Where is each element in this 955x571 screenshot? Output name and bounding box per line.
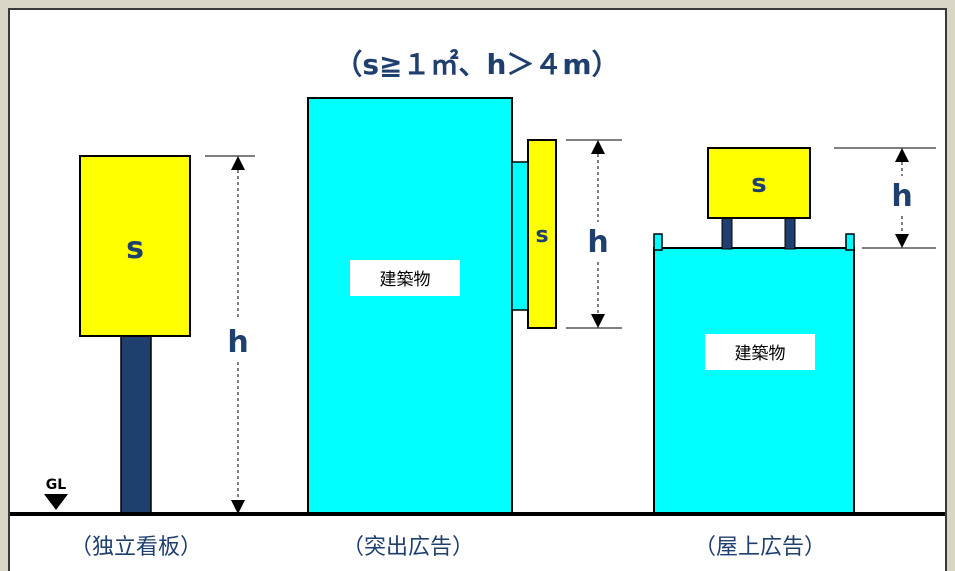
standalone-h-label: h bbox=[227, 325, 248, 360]
rooftop-sign-group: 建築物 s h bbox=[653, 147, 936, 515]
rooftop-parapet-left bbox=[653, 233, 663, 251]
condition-title: （s≧１㎡、h＞４m） bbox=[334, 48, 619, 81]
standalone-h-bg bbox=[222, 320, 254, 360]
projecting-sign-group: 建築物 s h bbox=[307, 97, 622, 515]
projecting-bracket bbox=[511, 161, 529, 311]
projecting-h-label: h bbox=[587, 225, 608, 260]
projecting-sign-board bbox=[527, 139, 557, 329]
rooftop-h-bg bbox=[886, 176, 918, 214]
standalone-sign-group: s h bbox=[79, 155, 255, 515]
sign-post bbox=[120, 335, 152, 515]
standalone-sign-s: s bbox=[126, 231, 144, 266]
rooftop-post-left bbox=[721, 217, 733, 250]
caption-projecting: （突出広告） bbox=[342, 535, 474, 560]
projecting-dim-arrow-up bbox=[591, 140, 605, 154]
projecting-building bbox=[307, 97, 513, 515]
ground-level-label: GL bbox=[46, 477, 66, 493]
rooftop-sign-s: s bbox=[751, 169, 766, 199]
rooftop-building bbox=[653, 247, 855, 515]
rooftop-post-right bbox=[784, 217, 796, 250]
rooftop-sign-board bbox=[707, 147, 811, 219]
ground-level-marker: GL bbox=[44, 477, 68, 510]
rooftop-dim-arrow-down bbox=[895, 234, 909, 248]
rooftop-building-label: 建築物 bbox=[735, 344, 786, 364]
rooftop-dim-arrow-up bbox=[895, 148, 909, 162]
standalone-dim-arrow-up bbox=[231, 156, 245, 170]
projecting-building-label-bg bbox=[350, 260, 460, 296]
projecting-h-bg bbox=[582, 222, 614, 262]
ground-level-triangle-icon bbox=[44, 494, 68, 510]
rooftop-h-label: h bbox=[891, 179, 912, 214]
rooftop-parapet-right bbox=[845, 233, 855, 251]
standalone-dim-arrow-down bbox=[231, 500, 245, 514]
projecting-dim-arrow-down bbox=[591, 314, 605, 328]
standalone-sign-board bbox=[79, 155, 191, 337]
projecting-sign-s: s bbox=[535, 223, 548, 248]
projecting-building-label: 建築物 bbox=[380, 270, 431, 290]
caption-standalone: （独立看板） bbox=[70, 535, 202, 560]
rooftop-building-label-bg bbox=[705, 334, 815, 370]
caption-rooftop: （屋上広告） bbox=[694, 535, 826, 560]
